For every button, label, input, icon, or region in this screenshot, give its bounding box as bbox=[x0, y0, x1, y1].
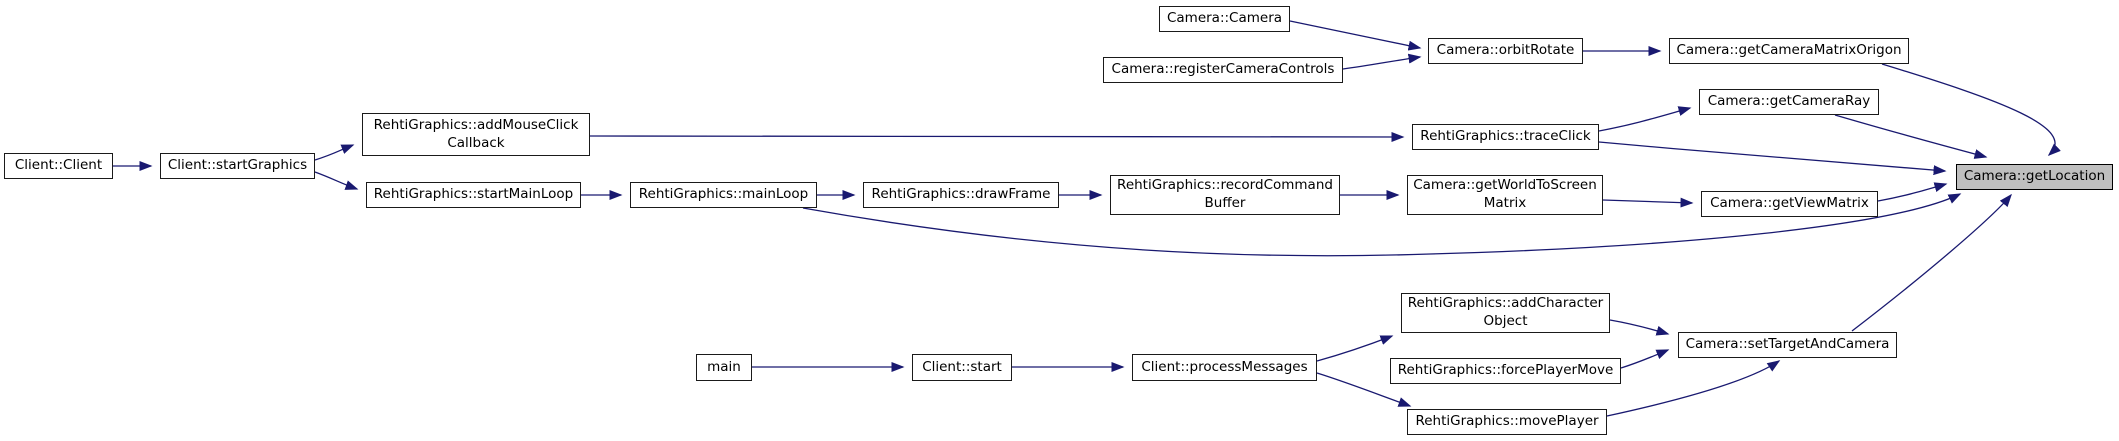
node-label: RehtiGraphics::startMainLoop bbox=[373, 186, 574, 203]
node-label: Client::Client bbox=[14, 157, 103, 174]
node-label: Camera::getCameraRay bbox=[1707, 93, 1871, 110]
node-add-character-object[interactable]: RehtiGraphics::addCharacter Object bbox=[1401, 293, 1610, 333]
edge-processmessages-moveplayer bbox=[1316, 372, 1412, 407]
node-label: Client::processMessages bbox=[1141, 358, 1308, 375]
node-get-world-to-screen-matrix[interactable]: Camera::getWorldToScreen Matrix bbox=[1407, 175, 1603, 215]
node-label: Camera::Camera bbox=[1166, 10, 1283, 27]
edge-addmouseclickcallback-traceclick bbox=[589, 131, 1405, 142]
node-force-player-move[interactable]: RehtiGraphics::forcePlayerMove bbox=[1390, 358, 1621, 384]
node-start-main-loop[interactable]: RehtiGraphics::startMainLoop bbox=[366, 182, 581, 208]
edge-registercameracontrols-orbitrotate bbox=[1342, 53, 1422, 70]
node-label: RehtiGraphics::recordCommand Buffer bbox=[1117, 177, 1333, 211]
node-label: Client::startGraphics bbox=[167, 157, 308, 174]
node-label: Camera::getLocation bbox=[1963, 168, 2106, 185]
edge-getcameraray-getlocation bbox=[1834, 114, 1988, 159]
node-label: Camera::getViewMatrix bbox=[1710, 195, 1869, 212]
node-draw-frame[interactable]: RehtiGraphics::drawFrame bbox=[863, 182, 1059, 208]
node-label: RehtiGraphics::addMouseClick Callback bbox=[373, 116, 579, 151]
node-label: Camera::registerCameraControls bbox=[1111, 61, 1335, 78]
node-label: Camera::orbitRotate bbox=[1436, 42, 1575, 59]
node-main-loop[interactable]: RehtiGraphics::mainLoop bbox=[630, 182, 817, 208]
edge-settargetandcamera-getlocation bbox=[1851, 193, 2012, 332]
node-move-player[interactable]: RehtiGraphics::movePlayer bbox=[1407, 409, 1607, 435]
node-get-camera-matrix-origon[interactable]: Camera::getCameraMatrixOrigon bbox=[1669, 38, 1909, 64]
edge-getviewmatrix-getlocation bbox=[1877, 182, 1948, 202]
node-trace-click[interactable]: RehtiGraphics::traceClick bbox=[1412, 124, 1599, 150]
node-register-camera-controls[interactable]: Camera::registerCameraControls bbox=[1103, 57, 1343, 83]
node-client-start[interactable]: Client::start bbox=[912, 354, 1012, 381]
edge-cameracamera-orbitrotate bbox=[1289, 20, 1422, 51]
node-add-mouse-click-callback[interactable]: RehtiGraphics::addMouseClick Callback bbox=[362, 113, 590, 156]
edge-processmessages-addcharacterobject bbox=[1316, 335, 1394, 362]
edge-moveplayer-settargetandcamera bbox=[1606, 360, 1781, 417]
node-orbit-rotate[interactable]: Camera::orbitRotate bbox=[1428, 38, 1583, 64]
node-get-camera-ray[interactable]: Camera::getCameraRay bbox=[1699, 89, 1879, 115]
node-label: RehtiGraphics::drawFrame bbox=[871, 186, 1051, 203]
node-camera-camera[interactable]: Camera::Camera bbox=[1159, 6, 1290, 32]
edge-startgraphics-addmouseclickcallback bbox=[314, 144, 355, 161]
edge-traceclick-getlocation bbox=[1598, 141, 1947, 176]
node-client-start-graphics[interactable]: Client::startGraphics bbox=[160, 153, 315, 179]
edge-getcameramatrixorigon-getlocation bbox=[1881, 63, 2061, 157]
edge-mainloop-getlocation bbox=[802, 193, 1962, 257]
node-label: main bbox=[707, 358, 741, 375]
node-label: RehtiGraphics::movePlayer bbox=[1415, 413, 1599, 430]
node-get-view-matrix[interactable]: Camera::getViewMatrix bbox=[1701, 191, 1878, 217]
node-set-target-and-camera[interactable]: Camera::setTargetAndCamera bbox=[1678, 332, 1897, 358]
node-client-client[interactable]: Client::Client bbox=[4, 153, 113, 179]
node-main[interactable]: main bbox=[696, 354, 752, 381]
node-label: RehtiGraphics::addCharacter Object bbox=[1407, 295, 1604, 329]
edge-getworldtoscreenmatrix-getviewmatrix bbox=[1602, 197, 1694, 208]
node-label: Client::start bbox=[922, 358, 1002, 375]
node-label: Camera::getWorldToScreen Matrix bbox=[1413, 177, 1597, 211]
node-label: RehtiGraphics::traceClick bbox=[1420, 128, 1591, 145]
node-label: RehtiGraphics::mainLoop bbox=[638, 186, 809, 203]
node-label: Camera::setTargetAndCamera bbox=[1685, 336, 1890, 353]
node-get-location[interactable]: Camera::getLocation bbox=[1956, 164, 2113, 190]
edge-traceclick-getcameraray bbox=[1598, 106, 1692, 132]
edge-forceplayermove-settargetandcamera bbox=[1620, 349, 1670, 369]
node-record-command-buffer[interactable]: RehtiGraphics::recordCommand Buffer bbox=[1110, 175, 1340, 215]
edge-startgraphics-startmainloop bbox=[314, 171, 359, 190]
node-process-messages[interactable]: Client::processMessages bbox=[1132, 354, 1317, 381]
node-label: RehtiGraphics::forcePlayerMove bbox=[1397, 362, 1614, 379]
edge-addcharacterobject-settargetandcamera bbox=[1609, 319, 1670, 336]
node-label: Camera::getCameraMatrixOrigon bbox=[1676, 42, 1902, 59]
